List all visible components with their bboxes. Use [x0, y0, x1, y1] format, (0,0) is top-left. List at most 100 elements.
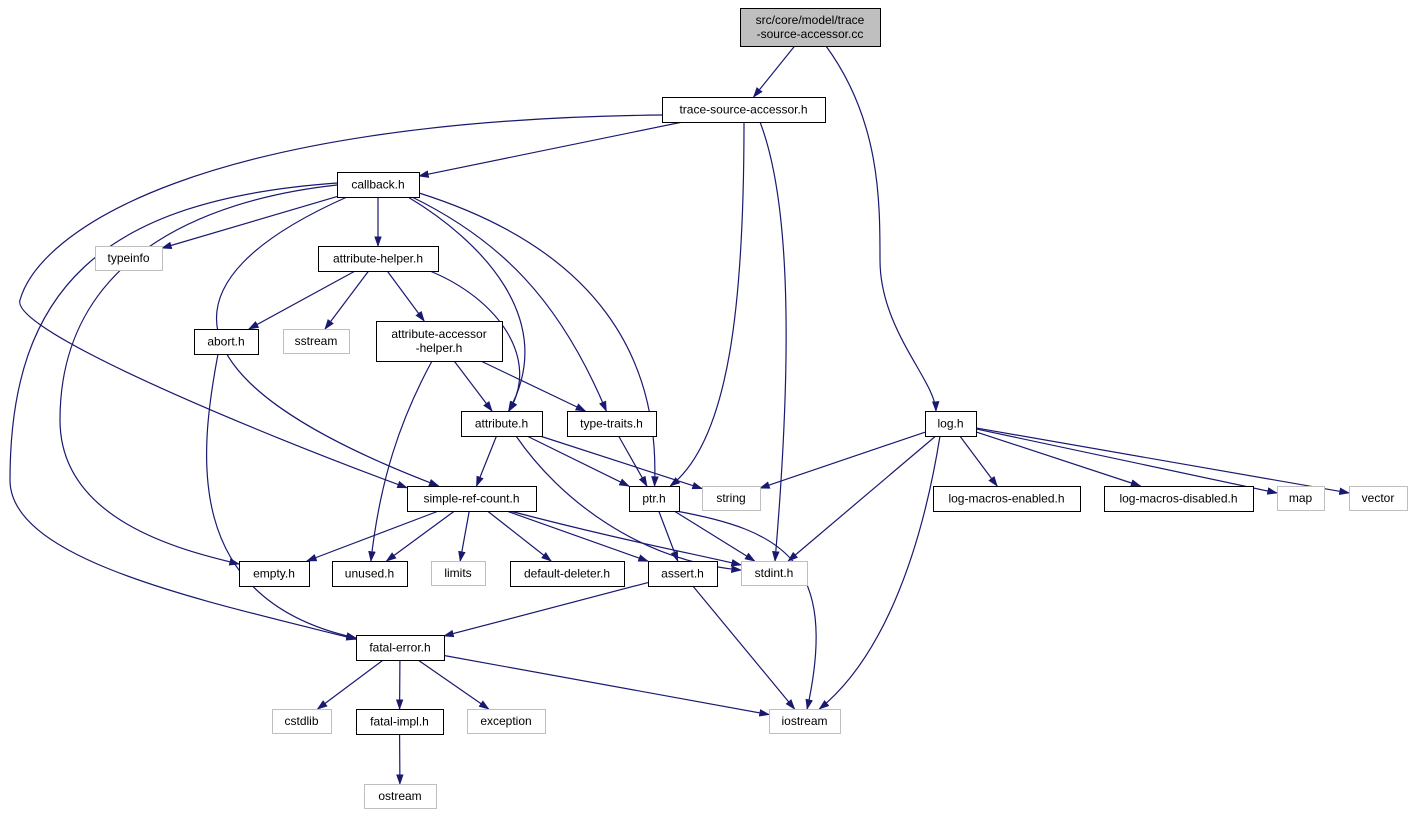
node-box — [740, 8, 881, 47]
edge-typetraits-to-ptr — [618, 435, 648, 487]
node-typeinfo: typeinfo — [95, 246, 163, 271]
edge-assert-to-fatalerr — [442, 581, 649, 638]
edge-callback-to-typetraits — [411, 196, 607, 412]
node-box — [332, 561, 408, 587]
node-box — [194, 329, 259, 355]
node-box — [283, 329, 350, 354]
node-box — [662, 97, 826, 123]
node-attribute[interactable]: attribute.h — [461, 411, 543, 437]
edge-tsa-to-stdint — [759, 121, 787, 563]
edge-root-to-tsa — [752, 45, 796, 98]
edge-attrhelper-to-attribute — [429, 270, 521, 412]
node-fatalimpl[interactable]: fatal-impl.h — [356, 709, 444, 735]
node-attraccessor[interactable]: attribute-accessor-helper.h — [376, 321, 503, 362]
node-callback[interactable]: callback.h — [337, 172, 420, 198]
node-defdel[interactable]: default-deleter.h — [510, 561, 625, 587]
node-box — [356, 635, 445, 661]
node-iostream: iostream — [769, 709, 841, 734]
edge-callback-to-empty — [59, 184, 338, 566]
edge-simpleref-to-assert — [506, 510, 650, 562]
edge-log-to-logdis — [975, 431, 1142, 487]
node-label: default-deleter.h — [524, 567, 610, 581]
node-limits: limits — [431, 561, 486, 586]
node-box — [272, 709, 332, 734]
file-nodes: src/core/model/trace-source-accessor.cc t… — [95, 8, 1408, 809]
dependency-edges — [9, 45, 1351, 786]
node-fatalerr[interactable]: fatal-error.h — [356, 635, 445, 661]
edge-assert-to-iostream — [692, 585, 796, 710]
node-box — [1277, 486, 1325, 511]
edge-ptr-to-iostream — [675, 510, 817, 711]
edge-tsa-to-callback — [417, 121, 683, 178]
node-label: fatal-error.h — [369, 641, 430, 655]
edge-simpleref-to-unused — [385, 510, 455, 562]
node-label: sstream — [295, 334, 338, 348]
node-label: -source-accessor.cc — [757, 27, 864, 41]
node-label: cstdlib — [284, 714, 318, 728]
edge-attrhelper-to-attraccessor — [386, 270, 425, 322]
node-typetraits[interactable]: type-traits.h — [567, 411, 657, 437]
node-label: fatal-impl.h — [370, 715, 429, 729]
node-label: -helper.h — [416, 341, 463, 355]
node-label: exception — [480, 714, 531, 728]
node-exception: exception — [467, 709, 546, 734]
node-box — [95, 246, 163, 271]
node-label: attribute.h — [475, 417, 528, 431]
node-assert[interactable]: assert.h — [648, 561, 718, 587]
node-cstdlib: cstdlib — [272, 709, 332, 734]
node-tsa[interactable]: trace-source-accessor.h — [662, 97, 826, 123]
node-log[interactable]: log.h — [925, 411, 977, 437]
node-label: stdint.h — [755, 566, 794, 580]
edge-attrhelper-to-sstream — [324, 270, 370, 330]
node-abort[interactable]: abort.h — [194, 329, 259, 355]
edge-simpleref-to-stdint — [509, 510, 743, 567]
node-box — [567, 411, 657, 437]
edge-log-to-logen — [959, 435, 998, 487]
node-label: empty.h — [253, 567, 295, 581]
edge-simpleref-to-defdel — [487, 510, 552, 562]
node-label: ostream — [378, 789, 421, 803]
edge-log-to-iostream — [818, 435, 941, 710]
edge-abort-to-fatalerr — [206, 353, 358, 640]
edge-simpleref-to-empty — [305, 510, 439, 562]
edge-log-to-string — [758, 431, 926, 489]
node-map: map — [1277, 486, 1325, 511]
edge-root-to-log — [825, 45, 940, 413]
node-box — [239, 561, 310, 587]
node-label: callback.h — [351, 178, 404, 192]
node-box — [702, 486, 761, 511]
node-label: limits — [444, 566, 471, 580]
node-box — [461, 411, 543, 437]
edge-attraccessor-to-unused — [368, 360, 433, 563]
node-label: assert.h — [661, 567, 704, 581]
edge-attraccessor-to-typetraits — [480, 360, 587, 412]
node-attrhelper[interactable]: attribute-helper.h — [318, 246, 439, 272]
node-label: attribute-accessor — [391, 327, 486, 341]
node-logen[interactable]: log-macros-enabled.h — [933, 486, 1081, 512]
node-vector: vector — [1349, 486, 1408, 511]
node-box — [510, 561, 625, 587]
node-box — [337, 172, 420, 198]
node-logdis[interactable]: log-macros-disabled.h — [1104, 486, 1254, 512]
node-label: log-macros-disabled.h — [1119, 492, 1237, 506]
edge-tsa-to-simpleref — [19, 114, 663, 489]
node-root[interactable]: src/core/model/trace-source-accessor.cc — [740, 8, 881, 47]
node-empty[interactable]: empty.h — [239, 561, 310, 587]
edge-attribute-to-string — [539, 435, 704, 490]
edge-simpleref-to-limits — [458, 510, 470, 563]
node-box — [629, 486, 680, 512]
node-box — [769, 709, 841, 734]
edge-callback-to-attribute — [407, 196, 526, 412]
node-box — [407, 486, 537, 512]
node-ptr[interactable]: ptr.h — [629, 486, 680, 512]
node-box — [364, 784, 437, 809]
node-unused[interactable]: unused.h — [332, 561, 408, 587]
node-string: string — [702, 486, 761, 511]
node-label: attribute-helper.h — [333, 252, 423, 266]
node-simpleref[interactable]: simple-ref-count.h — [407, 486, 537, 512]
node-label: unused.h — [345, 567, 394, 581]
node-label: map — [1289, 491, 1313, 505]
node-box — [925, 411, 977, 437]
node-label: vector — [1362, 491, 1395, 505]
